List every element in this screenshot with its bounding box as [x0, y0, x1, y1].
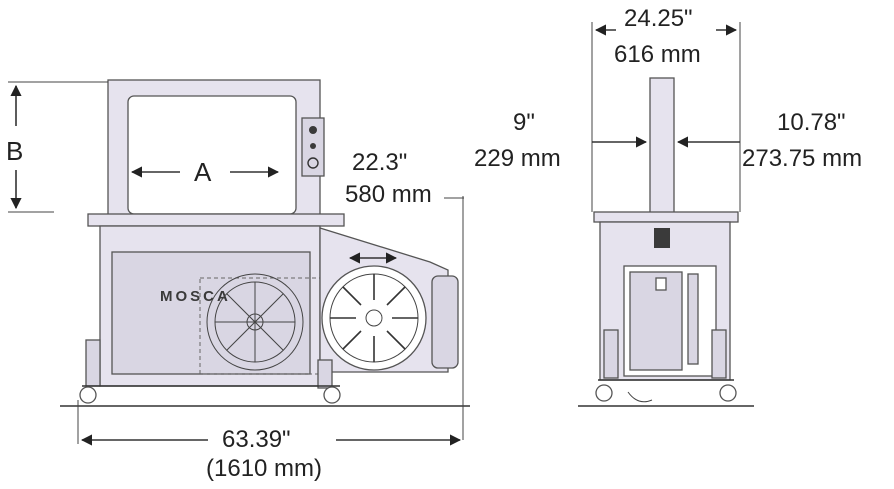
left-offset-inches-label: 9" [513, 109, 535, 136]
arch-column [649, 77, 675, 215]
dimension-a-label: A [194, 157, 212, 187]
width-inches-label: 22.3" [352, 149, 407, 176]
right-leg [317, 359, 333, 389]
brand-logo: MOSCA [160, 288, 231, 305]
side-leg-left [603, 329, 619, 379]
door-handle [687, 273, 699, 365]
top-width-mm-label: 616 mm [614, 41, 701, 68]
length-inches-label: 63.39" [222, 426, 291, 453]
control-dial-icon [307, 157, 319, 169]
side-table-top [593, 211, 739, 223]
control-button-icon [310, 143, 316, 149]
caster-wheel-icon [719, 384, 737, 402]
left-offset-mm-label: 229 mm [474, 145, 561, 172]
arch-opening [127, 95, 297, 215]
front-view: MOSCA [6, 79, 470, 482]
width-mm-label: 580 mm [345, 181, 432, 208]
side-view: 24.25" 616 mm 9" 229 mm 10.78" 273.75 mm [474, 5, 862, 407]
control-knob-icon [309, 126, 317, 134]
cabinet-panel [111, 251, 311, 375]
top-width-inches-label: 24.25" [624, 5, 693, 32]
dispenser-handle [431, 275, 459, 369]
side-leg-right [711, 329, 727, 379]
side-control-icon [654, 228, 670, 248]
caster-wheel-icon [79, 386, 97, 404]
right-offset-mm-label: 273.75 mm [742, 145, 862, 172]
dimension-b-label: B [6, 136, 23, 166]
caster-wheel-icon [595, 384, 613, 402]
left-leg [85, 339, 101, 387]
right-offset-inches-label: 10.78" [777, 109, 846, 136]
length-mm-label: (1610 mm) [206, 455, 322, 482]
table-top [87, 213, 345, 227]
door-latch-icon [655, 277, 667, 291]
caster-wheel-icon [323, 386, 341, 404]
strap-dispenser [319, 227, 459, 373]
power-cable-icon [627, 391, 653, 403]
